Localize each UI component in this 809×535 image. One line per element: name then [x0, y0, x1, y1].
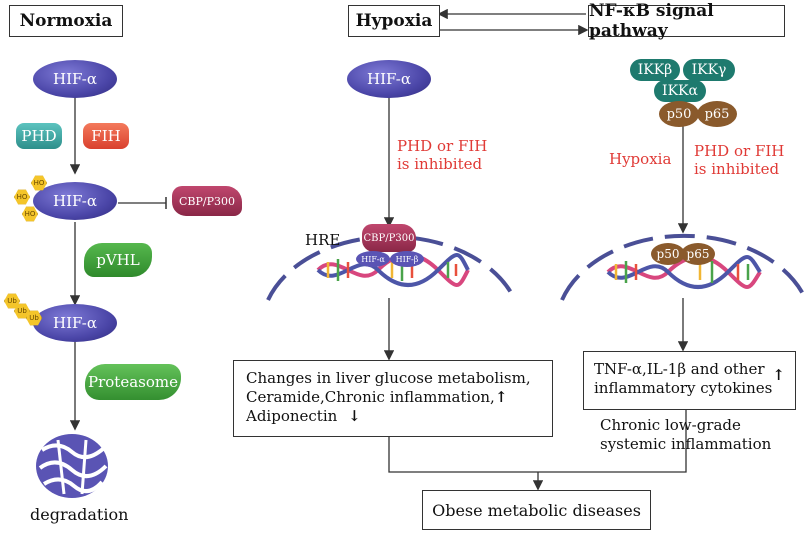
- hif-alpha-bound: HIF-α: [356, 251, 390, 267]
- down-arrow-icon: ↓: [348, 407, 361, 425]
- ikk-gamma: IKKγ: [683, 59, 735, 81]
- normoxia-title: Normoxia: [19, 11, 113, 31]
- degradation-label: degradation: [30, 505, 129, 524]
- hypoxia-inhibited-text: PHD or FIH is inhibited: [397, 137, 488, 173]
- hif-beta-bound: HIF-β: [390, 251, 424, 267]
- p50-subunit: p50: [659, 101, 699, 127]
- hif-alpha-normoxia: HIF-α: [33, 60, 117, 98]
- degraded-protein-icon: [36, 434, 108, 498]
- chronic-inflammation-label: Chronic low-grade systemic inflammation: [600, 416, 772, 453]
- cytokines-box: TNF-α,IL-1β and other ↑ inflammatory cyt…: [583, 351, 796, 410]
- hre-label: HRE: [305, 231, 341, 249]
- fih-enzyme: FIH: [83, 123, 129, 149]
- ikk-alpha: IKKα: [654, 80, 706, 102]
- hif-alpha-ubiquitinated: HIF-α: [33, 304, 117, 342]
- hydroxyl-group-1: HO: [31, 175, 47, 191]
- p50-dna-bound: p50: [651, 243, 685, 265]
- normoxia-title-box: Normoxia: [9, 5, 123, 37]
- p65-dna-bound: p65: [681, 243, 715, 265]
- cbp-p300-normoxia: CBP/P300: [172, 186, 242, 216]
- phd-enzyme: PHD: [16, 123, 62, 149]
- nucleus-membrane-nfkb: [560, 233, 808, 301]
- nfkb-hypoxia-label: Hypoxia: [609, 150, 672, 168]
- hif-alpha-hypoxia: HIF-α: [347, 60, 431, 98]
- nfkb-title-box: NF-κB signal pathway: [588, 1, 785, 41]
- hypoxia-title-box: Hypoxia: [348, 5, 440, 37]
- ubiquitin-3: Ub: [26, 310, 42, 326]
- ikk-beta: IKKβ: [630, 59, 680, 81]
- nfkb-inhibited-text: PHD or FIH is inhibited: [694, 142, 785, 178]
- proteasome: Proteasome: [85, 364, 181, 400]
- nfkb-title: NF-κB signal pathway: [589, 1, 714, 41]
- p65-subunit: p65: [697, 101, 737, 127]
- pvhl-protein: pVHL: [84, 243, 152, 277]
- up-arrow-icon: ↑: [772, 366, 785, 384]
- ubiquitin-1: Ub: [4, 293, 20, 309]
- hypoxia-title: Hypoxia: [355, 11, 433, 31]
- up-arrow-icon: ↑: [495, 388, 508, 406]
- dna-helix-nfkb: [606, 255, 762, 289]
- cbp-p300-hypoxia: CBP/P300: [362, 224, 416, 252]
- ubiquitin-2: Ub: [14, 303, 30, 319]
- hydroxyl-group-2: HO: [14, 189, 30, 205]
- obese-metabolic-diseases-box: Obese metabolic diseases: [422, 490, 651, 530]
- hydroxyl-group-3: HO: [22, 206, 38, 222]
- hif-alpha-hydroxylated: HIF-α: [33, 182, 117, 220]
- hypoxia-outcome-box: Changes in liver glucose metabolism, Cer…: [233, 360, 553, 437]
